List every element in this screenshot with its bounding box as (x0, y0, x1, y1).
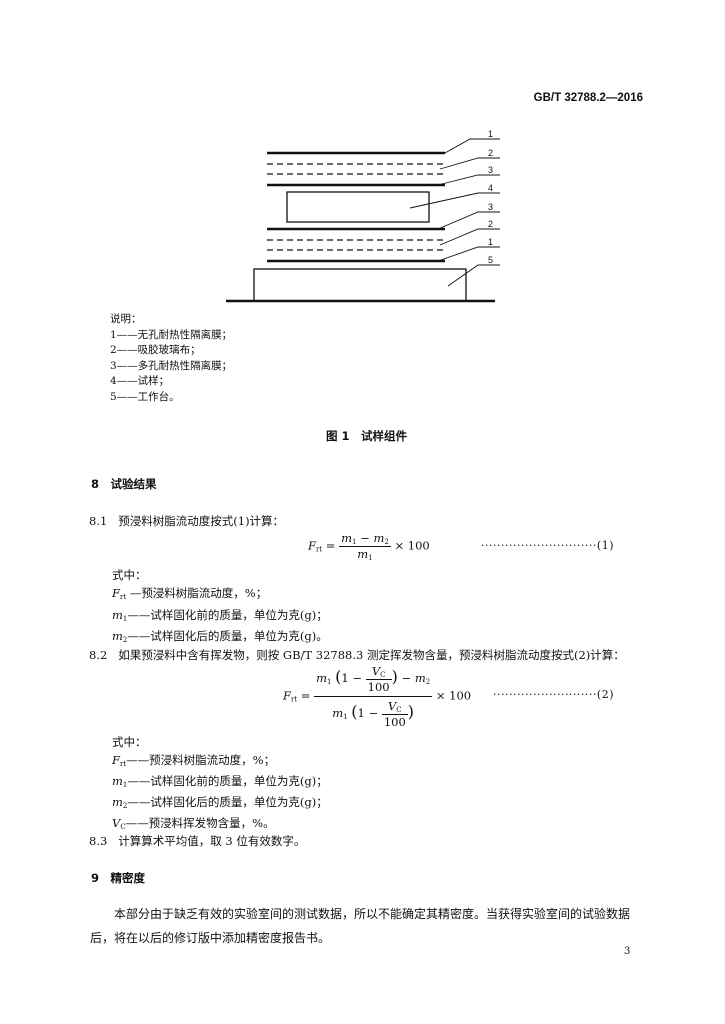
callout-label-4: 4 (488, 183, 493, 193)
definition-m2: m2——试样固化后的质量，单位为克(g)。 (112, 629, 328, 644)
callout-label-2: 2 (488, 148, 493, 158)
section-9-heading: 9 精密度 (91, 871, 146, 885)
callout-label-1: 1 (488, 129, 493, 139)
page-number: 3 (624, 946, 631, 957)
equation-2-leader: ··························(2) (493, 688, 615, 701)
legend-item: 1——无孔耐热性隔离膜； (110, 328, 233, 341)
var-m2-sub: 2 (384, 538, 389, 546)
var-m2: m (373, 531, 385, 545)
section-8-heading: 8 试验结果 (91, 477, 157, 491)
clause-text: 预浸料树脂流动度按式(1)计算： (118, 514, 285, 528)
var-m1: m (357, 547, 369, 561)
definition-fr: Frt —预浸料树脂流动度，%； (112, 586, 268, 601)
figure-legend: 说明： 1——无孔耐热性隔离膜； 2——吸胶玻璃布； 3——多孔耐热性隔离膜； … (110, 312, 232, 405)
definition-m1: m1——试样固化前的质量，单位为克(g)； (112, 774, 328, 789)
clause-8-1: 8.1 预浸料树脂流动度按式(1)计算： (89, 513, 284, 529)
var-m1: m (341, 531, 353, 545)
legend-item: 4——试样； (110, 375, 170, 387)
specimen-block (286, 191, 430, 223)
definition-m2: m2——试样固化后的质量，单位为克(g)； (112, 795, 328, 810)
definition-fr: Frt——预浸料树脂流动度，%； (112, 753, 276, 768)
clause-number: 8.2 (89, 648, 108, 662)
legend-item: 5——工作台。 (110, 390, 180, 403)
fraction: m1 − m2 m1 (339, 531, 391, 562)
var-f: F (308, 538, 316, 553)
legend-item: 3——多孔耐热性隔离膜； (110, 359, 233, 372)
specimen-assembly-diagram: 1 2 3 4 3 2 1 5 (226, 129, 500, 303)
clause-number: 8.1 (89, 514, 108, 528)
equation-1-label: (1) (596, 539, 614, 552)
where-label: 式中： (112, 568, 147, 582)
legend-item: 2——吸胶玻璃布； (110, 344, 201, 356)
standard-number: GB/T 32788.2—2016 (533, 92, 643, 104)
definition-m1: m1——试样固化前的质量，单位为克(g)； (112, 608, 328, 623)
legend-title: 说明： (110, 313, 142, 325)
clause-text: 如果预浸料中含有挥发物，则按 GB/T 32788.3 测定挥发物含量，预浸料树… (118, 648, 625, 662)
callout-label-1b: 1 (488, 237, 493, 247)
precision-paragraph: 本部分由于缺乏有效的实验室间的测试数据，所以不能确定其精密度。当获得实验室间的试… (90, 907, 631, 945)
callout-label-2b: 2 (488, 219, 493, 229)
var-m1-sub: 1 (352, 538, 357, 546)
callout-label-3b: 3 (488, 202, 493, 212)
callout-label-3: 3 (488, 165, 493, 175)
times-100: × 100 (394, 538, 430, 553)
clause-8-3: 8.3 计算算术平均值，取 3 位有效数字。 (89, 833, 305, 849)
equation-1: Frt = m1 − m2 m1 × 100 (308, 531, 430, 562)
worktable-block (253, 268, 467, 302)
figure-caption: 图 1 试样组件 (326, 429, 408, 443)
clause-number: 8.3 (89, 834, 108, 848)
clause-text: 计算算术平均值，取 3 位有效数字。 (118, 834, 306, 848)
var-m1-sub: 1 (368, 554, 373, 562)
callout-label-5: 5 (488, 255, 493, 265)
definition-vc: VC——预浸料挥发物含量，%。 (112, 816, 275, 831)
where-label: 式中： (112, 735, 147, 749)
var-f-sub: rt (315, 545, 323, 554)
equation-1-leader: ·····························(1) (481, 539, 614, 552)
clause-8-2: 8.2 如果预浸料中含有挥发物，则按 GB/T 32788.3 测定挥发物含量，… (89, 647, 625, 663)
equation-2-label: (2) (596, 688, 615, 701)
